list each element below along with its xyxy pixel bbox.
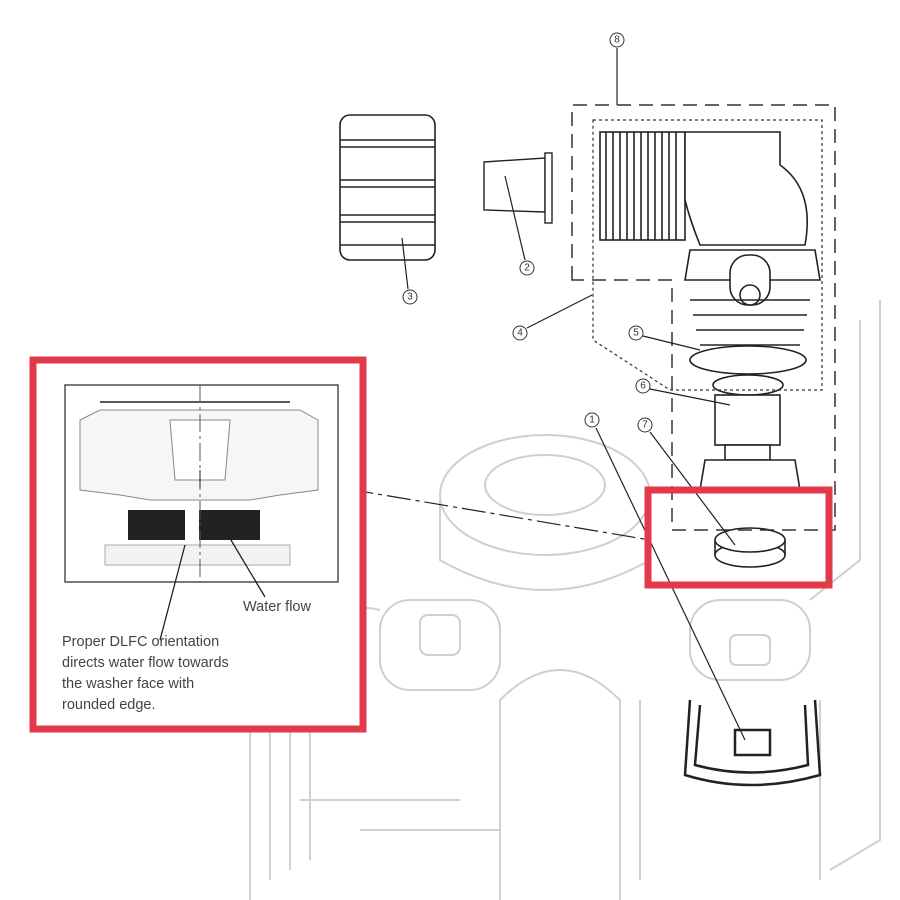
svg-text:4: 4 — [517, 328, 523, 339]
svg-text:1: 1 — [589, 415, 595, 426]
callout-3: 3 — [402, 289, 418, 305]
inset-highlight-box — [29, 356, 367, 733]
note-line: Proper DLFC orientation — [62, 634, 220, 650]
water-flow-label: Water flow — [243, 599, 311, 615]
callout-7: 7 — [637, 417, 653, 433]
svg-text:2: 2 — [524, 263, 530, 274]
svg-text:6: 6 — [640, 381, 646, 392]
callout-4: 4 — [512, 325, 528, 341]
dlfc-cross-section — [64, 384, 339, 641]
assembly-8-boundary — [571, 104, 836, 531]
callout-5: 5 — [628, 325, 644, 341]
valve-body-background — [249, 300, 881, 900]
part-3-nut — [339, 114, 436, 261]
svg-text:7: 7 — [642, 420, 648, 431]
part-8-elbow — [599, 131, 821, 568]
note-line: directs water flow towards — [62, 655, 229, 671]
callout-6: 6 — [635, 378, 651, 394]
callout-8: 8 — [609, 32, 625, 48]
note-line: the washer face with — [62, 676, 195, 692]
part-1-clip — [683, 699, 822, 787]
note-line: rounded edge. — [62, 697, 156, 713]
part-2-insert — [483, 152, 553, 224]
svg-text:5: 5 — [633, 328, 639, 339]
svg-text:8: 8 — [614, 35, 620, 46]
dlfc-highlight-box — [644, 486, 833, 589]
dlfc-orientation-note: Proper DLFC orientation directs water fl… — [62, 632, 229, 716]
callout-2: 2 — [519, 260, 535, 276]
svg-text:3: 3 — [407, 292, 413, 303]
callout-1: 1 — [584, 412, 600, 428]
